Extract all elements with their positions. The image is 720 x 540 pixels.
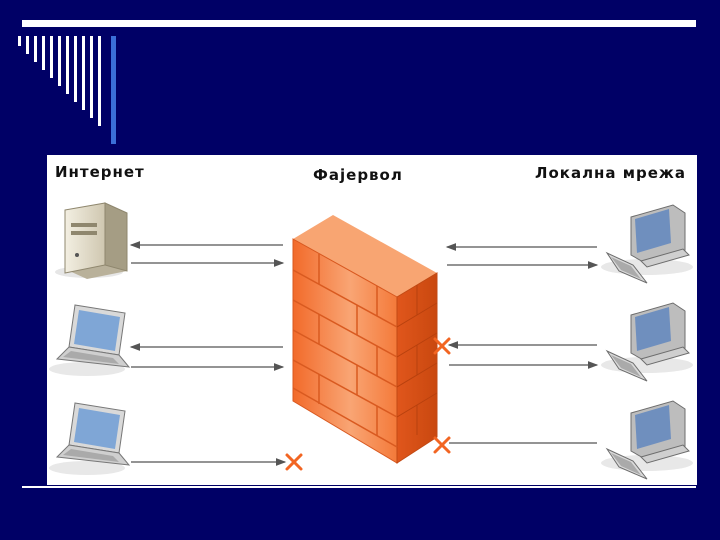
server-icon: [55, 203, 127, 279]
blocked-x-icon: [435, 438, 449, 452]
desktop-computer-icon: [601, 205, 693, 283]
laptop-icon: [49, 403, 129, 475]
firewall-wall-icon: [293, 215, 437, 463]
laptop-icon: [49, 305, 129, 376]
decorative-bars: [18, 36, 128, 146]
slide-bottom-rule: [22, 486, 696, 488]
blocked-x-icon: [287, 455, 301, 469]
desktop-computer-icon: [601, 303, 693, 381]
connection-arrows-right: [447, 247, 597, 443]
firewall-label: Фајервол: [313, 166, 403, 184]
internet-label: Интернет: [55, 163, 145, 181]
local-network-label: Локална мрежа: [535, 164, 686, 182]
firewall-diagram: Интернет Фајервол Локална мрежа: [47, 155, 697, 485]
slide-top-rule: [22, 20, 696, 27]
diagram-canvas: [47, 155, 697, 485]
connection-arrows-left: [131, 245, 285, 462]
desktop-computer-icon: [601, 401, 693, 479]
